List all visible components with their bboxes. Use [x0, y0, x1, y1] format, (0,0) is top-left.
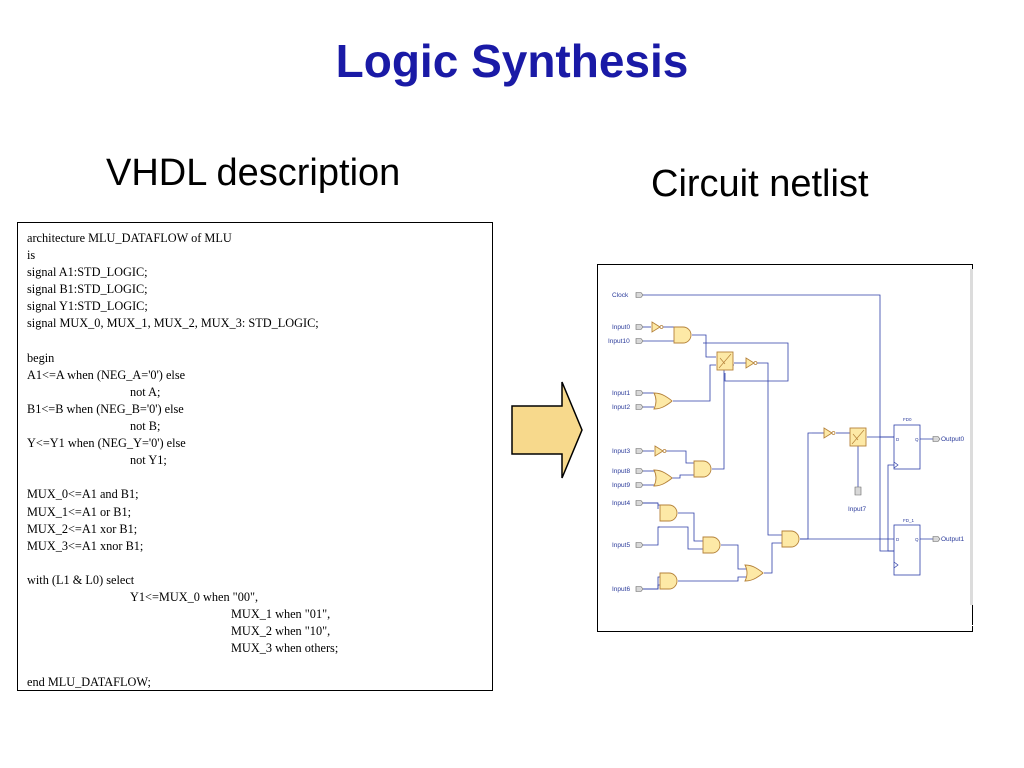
vhdl-code-line: end MLU_DATAFLOW;: [27, 675, 151, 690]
inverter-gate: [745, 357, 758, 369]
and-gate: [673, 326, 692, 344]
vhdl-code-line: Y<=Y1 when (NEG_Y='0') else: [27, 436, 186, 451]
slide-title: Logic Synthesis: [335, 35, 689, 87]
ff0-q-label: Q: [915, 437, 919, 442]
vhdl-code-line: begin: [27, 350, 55, 365]
ff1-label: FD_1: [903, 518, 915, 523]
vhdl-code-line: signal B1:STD_LOGIC;: [27, 282, 148, 297]
ff1-d-label: D: [896, 537, 900, 542]
input1-label: Input1: [612, 390, 630, 397]
vhdl-code-line: architecture MLU_DATAFLOW of MLU: [27, 231, 232, 245]
vhdl-code-line: A1<=A when (NEG_A='0') else: [27, 367, 186, 382]
vhdl-code-box: architecture MLU_DATAFLOW of MLU is signal…: [17, 222, 493, 691]
vhdl-code-line: MUX_0<=A1 and B1;: [27, 487, 139, 502]
inverter-gate: [654, 445, 667, 457]
vhdl-code-line: MUX_3 when others;: [231, 641, 339, 656]
vhdl-heading: VHDL description: [106, 152, 401, 194]
or-gate: [744, 564, 764, 582]
vhdl-code-line: not A;: [130, 384, 161, 399]
and-gate: [781, 530, 800, 548]
vhdl-code-line: with (L1 & L0) select: [27, 572, 135, 587]
vhdl-code-line: [27, 469, 492, 486]
vhdl-code-line: MUX_1 when "01",: [231, 607, 331, 622]
vhdl-code-line: MUX_2<=A1 xor B1;: [27, 521, 138, 536]
mux-block: [849, 427, 867, 447]
input0-label: Input0: [612, 324, 630, 331]
input6-label: Input6: [612, 586, 630, 593]
inverter-gate: [651, 321, 664, 333]
input4-label: Input4: [612, 500, 630, 507]
and-gate: [702, 536, 721, 554]
vhdl-code-line: not Y1;: [130, 453, 167, 468]
vhdl-code-line: Y1<=MUX_0 when "00",: [130, 589, 259, 604]
inverter-gate: [823, 427, 836, 439]
input2-label: Input2: [612, 404, 630, 411]
vhdl-code-line: MUX_1<=A1 or B1;: [27, 504, 132, 519]
input8-label: Input8: [612, 468, 630, 475]
and-gate: [693, 460, 712, 478]
vhdl-code-line: signal A1:STD_LOGIC;: [27, 265, 148, 280]
ff1-q-label: Q: [915, 537, 919, 542]
vhdl-code-line: [27, 333, 492, 350]
flip-flop-0: [893, 424, 921, 470]
and-gate: [659, 504, 678, 522]
vhdl-code-line: [27, 657, 492, 674]
vhdl-code-line: B1<=B when (NEG_B='0') else: [27, 401, 184, 416]
vhdl-code-line: signal Y1:STD_LOGIC;: [27, 299, 148, 314]
vhdl-code-line: MUX_3<=A1 xnor B1;: [27, 538, 144, 553]
output0-label: Output0: [941, 436, 965, 443]
input10-label: Input10: [608, 338, 630, 345]
and-gate: [659, 572, 678, 590]
vhdl-code-line: is: [27, 248, 36, 263]
input3-label: Input3: [612, 448, 630, 455]
netlist-heading: Circuit netlist: [651, 163, 869, 205]
input9-label: Input9: [612, 482, 630, 489]
vhdl-code-line: signal MUX_0, MUX_1, MUX_2, MUX_3: STD_L…: [27, 316, 319, 331]
ff0-d-label: D: [896, 437, 900, 442]
vhdl-code-line: [27, 555, 492, 572]
flip-flop-1: [893, 524, 921, 576]
output1-label: Output1: [941, 536, 965, 543]
netlist-wires: [643, 294, 938, 590]
or-gate: [653, 469, 673, 487]
mux-block: [716, 351, 734, 371]
circuit-netlist: Clock Input0 Input10 Input1 Input2 Input…: [597, 264, 974, 632]
vhdl-code-line: not B;: [130, 419, 161, 434]
ff0-label: FD0: [903, 417, 912, 422]
input7-label: Input7: [848, 506, 866, 513]
netlist-schematic: Clock Input0 Input10 Input1 Input2 Input…: [598, 269, 974, 626]
input5-label: Input5: [612, 542, 630, 549]
clock-label: Clock: [612, 292, 629, 299]
or-gate: [653, 392, 673, 410]
vhdl-code-line: MUX_2 when "10",: [231, 624, 331, 639]
right-arrow-icon: [511, 381, 583, 479]
